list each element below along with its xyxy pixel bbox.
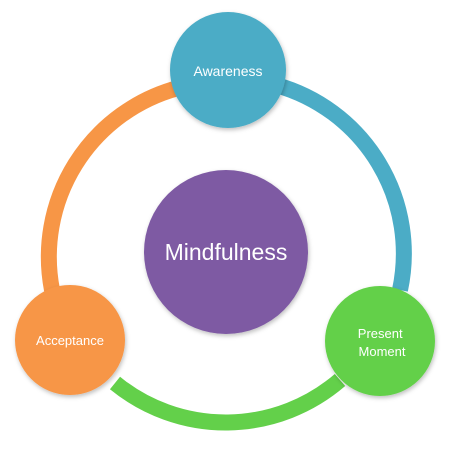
node-awareness: Awareness bbox=[170, 12, 286, 128]
node-acceptance: Acceptance bbox=[15, 285, 125, 395]
arc-acceptance-to-awareness bbox=[40, 80, 181, 292]
node-present-moment-circle bbox=[325, 286, 435, 396]
node-acceptance-circle bbox=[15, 285, 125, 395]
node-awareness-label-line-1: Awareness bbox=[193, 63, 262, 79]
node-acceptance-label: Acceptance bbox=[36, 333, 104, 348]
node-present-moment-label: Present Moment bbox=[358, 326, 406, 359]
arc-awareness-to-present-moment bbox=[273, 77, 412, 292]
node-present-moment: Present Moment bbox=[325, 286, 435, 396]
node-acceptance-label-line-1: Acceptance bbox=[36, 333, 104, 348]
center-node-mindfulness: Mindfulness bbox=[144, 170, 308, 334]
node-present-moment-label-line-2: Moment bbox=[359, 344, 406, 359]
arc-present-moment-to-acceptance bbox=[109, 373, 346, 431]
center-label: Mindfulness bbox=[165, 239, 288, 265]
center-circle bbox=[144, 170, 308, 334]
node-present-moment-label-line-1: Present bbox=[358, 326, 403, 341]
node-awareness-circle bbox=[170, 12, 286, 128]
node-awareness-label: Awareness bbox=[193, 63, 262, 79]
